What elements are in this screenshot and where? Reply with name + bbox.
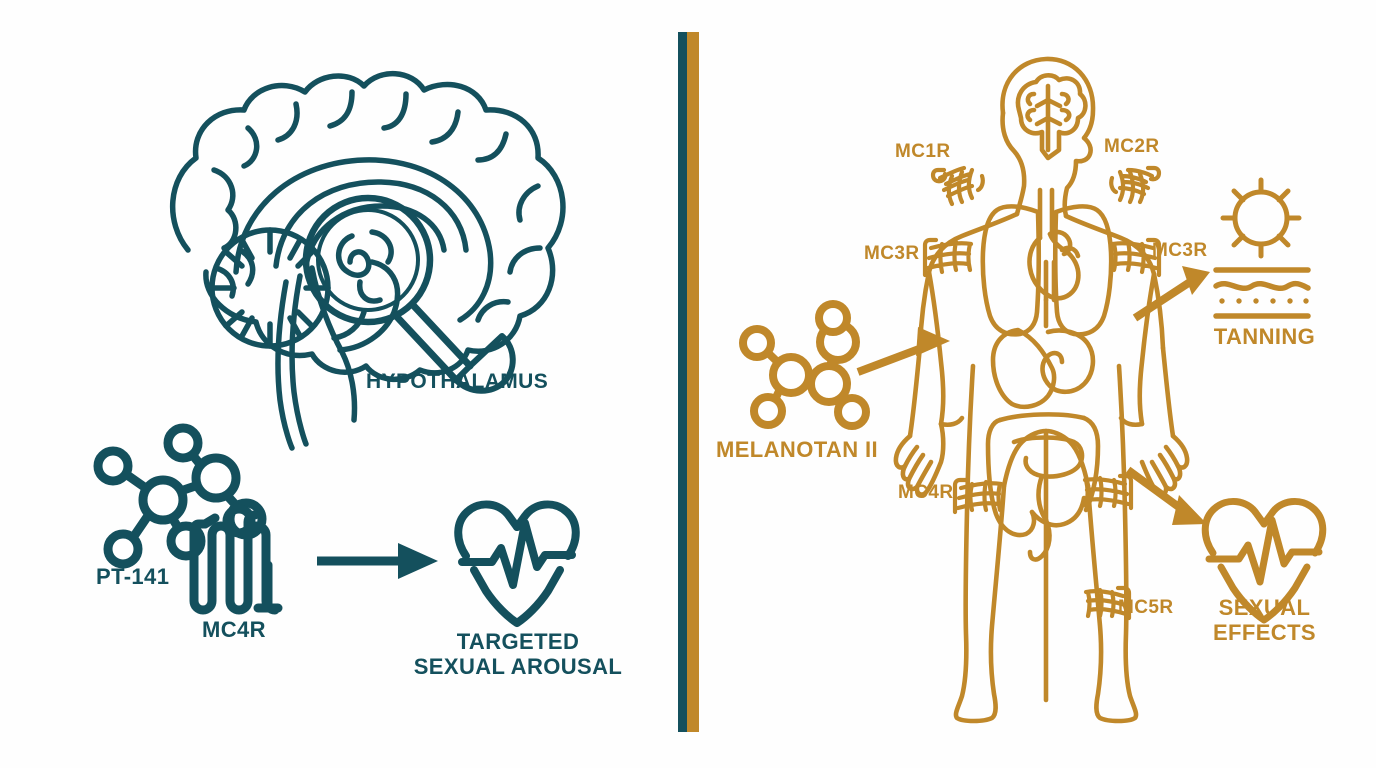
receptor-label-mc1r: MC1R (895, 141, 951, 162)
receptor-label-mc2r: MC2R (1104, 136, 1160, 157)
arrow-head-sexual (1172, 495, 1207, 525)
molecule-node (103, 529, 143, 569)
receptor-label-mc4r: MC4R (898, 482, 954, 503)
molecule-node (138, 475, 188, 525)
divider-gold-bar (687, 32, 699, 732)
arrow-to-tanning (1132, 278, 1193, 322)
receptor-squiggle-mc3r-left (922, 237, 974, 278)
receptor-squiggle-mc3r-right (1110, 237, 1162, 278)
sexual-effects-label-line2: EFFECTS (1212, 620, 1317, 645)
receptor-squiggle-mc1r (930, 165, 985, 207)
mc4r-label: MC4R (202, 617, 266, 642)
pt141-label: PT-141 (96, 564, 170, 589)
hypothalamus-label: HYPOTHALAMUS (366, 370, 549, 393)
receptor-squiggle-mc5r (1083, 585, 1132, 621)
receptor-squiggle-mc2r (1109, 165, 1162, 205)
targeted-arousal-label-line2: SEXUAL AROUSAL (413, 654, 623, 679)
molecule-node (163, 423, 203, 463)
molecule-node (191, 453, 241, 503)
molecule-node (807, 362, 851, 406)
receptor-squiggle-mc4r-right (1082, 473, 1134, 511)
molecule-node (834, 394, 870, 430)
targeted-arousal-label-line1: TARGETED (456, 629, 580, 654)
arrow-head-body (916, 327, 950, 356)
sexual-effects-label-line1: SEXUAL (1218, 595, 1311, 620)
divider-teal-bar (678, 32, 687, 732)
sun-rays (1220, 177, 1302, 259)
receptor-label-mc5r: MC5R (1118, 597, 1174, 618)
arrow-head-tanning (1182, 266, 1210, 295)
receptor-squiggle-mc4r (952, 477, 1004, 515)
skin-dots (1219, 298, 1309, 304)
molecule-node (93, 446, 133, 486)
melanotan-label: MELANOTAN II (716, 437, 879, 462)
receptor-label-mc3r-left: MC3R (864, 243, 920, 264)
arrow-to-body (856, 342, 929, 376)
molecule-node (739, 325, 775, 361)
receptor-label-mc3r-right: MC3R (1152, 240, 1208, 261)
molecule-node (815, 300, 851, 336)
tanning-label: TANNING (1213, 324, 1316, 349)
skin-layers (1213, 267, 1311, 319)
molecule-node (750, 393, 786, 429)
